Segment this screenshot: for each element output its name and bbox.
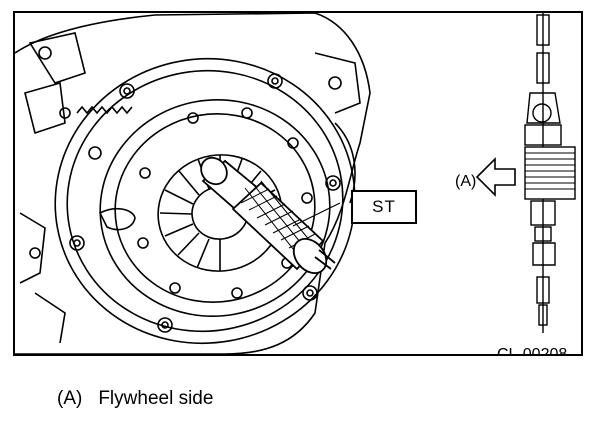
spring-coil [76, 105, 133, 115]
side-view-knurled-hub [524, 146, 576, 200]
cover-bolt-holes [69, 73, 341, 333]
st-leader-line [292, 202, 341, 227]
special-tool [200, 156, 341, 275]
st-label-box: ST [351, 190, 417, 224]
legend: (A) Flywheel side [57, 388, 213, 410]
clutch-diagram-frame: ST (A) CL-00208 [13, 11, 583, 356]
legend-text: Flywheel side [98, 388, 214, 409]
plate-bolt-holes [137, 107, 313, 299]
st-label: ST [372, 197, 396, 216]
legend-key: (A) [57, 388, 83, 409]
flywheel-direction-arrow [475, 157, 516, 197]
side-view-assembly [524, 13, 576, 333]
engine-block-outline [15, 13, 371, 354]
callout-a-label: (A) [455, 173, 477, 190]
clutch-cover-outer [54, 57, 356, 345]
clutch-illustration [15, 13, 576, 354]
figure-id: CL-00208 [497, 346, 568, 356]
pressure-plate [99, 98, 331, 318]
